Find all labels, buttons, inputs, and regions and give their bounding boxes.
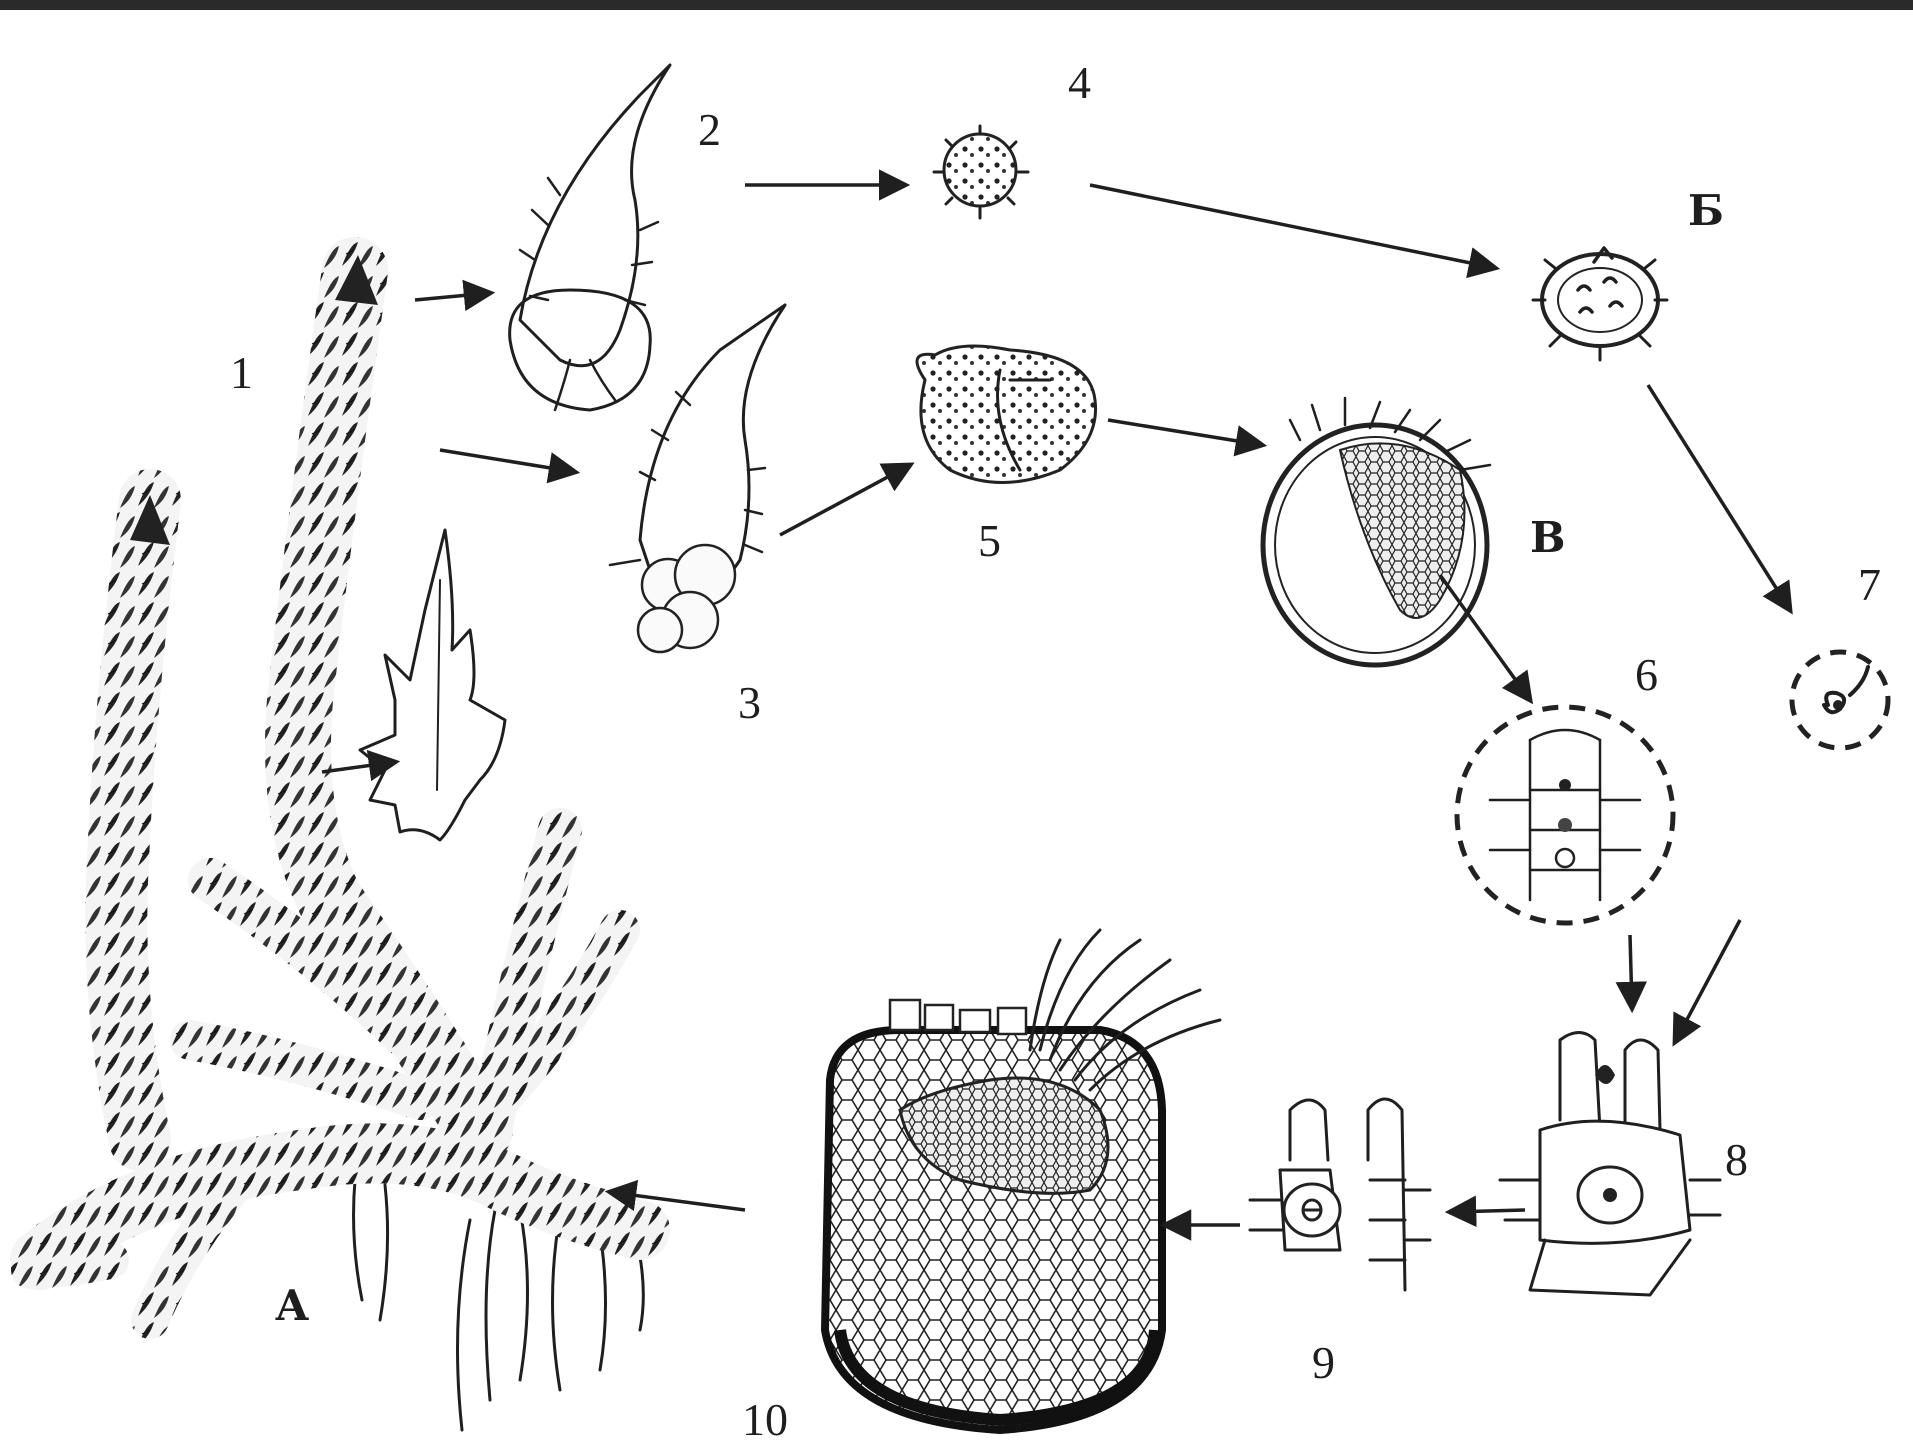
label-6: 6 <box>1635 649 1658 700</box>
arrow-1-to-2 <box>415 293 490 300</box>
archegonium-detail <box>1457 707 1673 923</box>
label-a: А <box>275 1281 309 1330</box>
arrow-8-to-9 <box>1450 1210 1525 1212</box>
label-4: 4 <box>1068 57 1091 108</box>
left-branch <box>116 500 150 1140</box>
label-1: 1 <box>230 347 253 398</box>
arrow-6-to-8 <box>1630 935 1632 1008</box>
sporophyte-plant <box>30 255 643 1430</box>
arrow-v-to-6 <box>1440 575 1530 700</box>
embryo-in-megaspore <box>825 930 1220 1430</box>
label-7: 7 <box>1858 559 1881 610</box>
megasporophyll <box>610 305 785 652</box>
arrow-5-to-v <box>1108 420 1262 445</box>
female-gametophyte <box>1263 398 1490 665</box>
arrow-1-to-3 <box>440 450 575 472</box>
microsporangium <box>510 290 651 410</box>
spermatozoid-detail <box>1792 652 1888 748</box>
top-border <box>0 0 1913 10</box>
side-branch-2 <box>190 1040 420 1100</box>
label-b: Б <box>1688 186 1724 235</box>
label-5: 5 <box>978 515 1001 566</box>
megaspore <box>917 346 1096 483</box>
male-gametophyte <box>1533 248 1667 360</box>
label-9: 9 <box>1312 1337 1335 1388</box>
side-branch-5 <box>30 1260 110 1270</box>
label-3: 3 <box>738 677 761 728</box>
label-10: 10 <box>742 1394 788 1440</box>
arrow-4-to-b <box>1090 185 1495 268</box>
zygote-cells <box>1250 1099 1430 1290</box>
fertilization-cells <box>1500 1033 1720 1296</box>
microspore <box>934 126 1028 218</box>
megasporangium <box>638 545 735 652</box>
arrow-b-to-7 <box>1648 385 1790 610</box>
arrow-7-to-8 <box>1675 920 1740 1042</box>
label-8: 8 <box>1725 1134 1748 1185</box>
label-2: 2 <box>698 104 721 155</box>
arrow-3-to-5 <box>780 465 910 535</box>
vegetative-leaf <box>360 530 505 840</box>
microsporophyll <box>510 65 670 410</box>
label-v: В <box>1530 513 1566 562</box>
